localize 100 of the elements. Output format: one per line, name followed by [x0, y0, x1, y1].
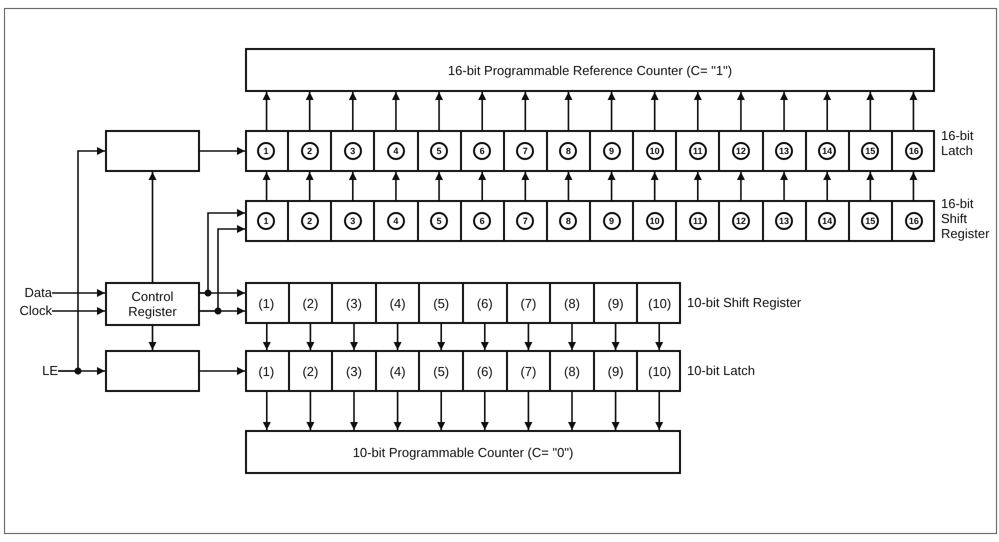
register-cell [546, 202, 590, 240]
signal-label: LE [16, 362, 58, 380]
bit-number: 2 [300, 212, 319, 230]
register-cell [460, 132, 504, 170]
bit-number: (9) [608, 364, 624, 378]
bit-number: (1) [258, 364, 274, 378]
bit-number: 12 [732, 142, 750, 160]
arrow [306, 92, 314, 130]
arrow [306, 324, 314, 350]
bit-number: (4) [390, 296, 406, 310]
bit-number: (10) [648, 296, 672, 310]
register-cell [594, 352, 638, 390]
register-label: 10-bit Shift Register [687, 295, 802, 310]
arrow [262, 92, 271, 130]
arrow [694, 92, 702, 130]
arrow [437, 324, 446, 350]
arrow [866, 92, 874, 130]
register-cell [719, 132, 762, 170]
arrow [392, 172, 400, 200]
register-cell [550, 284, 594, 322]
counter-box: 16-bit Programmable Reference Counter (C= "1") [245, 48, 935, 92]
bit-number: 11 [688, 142, 707, 160]
bit-number: 15 [861, 212, 880, 230]
arrow [200, 225, 245, 312]
bit-number: 4 [386, 212, 405, 230]
bit-number: 8 [559, 212, 578, 230]
register-cell [806, 132, 849, 170]
arrow [148, 326, 156, 350]
register-cell [762, 202, 806, 240]
arrow [650, 92, 659, 130]
bit-number: 7 [516, 212, 534, 230]
arrow [480, 392, 489, 430]
arrow [200, 147, 245, 155]
arrow [262, 172, 271, 200]
arrow [823, 92, 832, 130]
register-cell [463, 352, 507, 390]
arrow [52, 289, 105, 297]
arrow [650, 172, 659, 200]
bit-number: (2) [302, 364, 318, 378]
register-cell [331, 132, 374, 170]
bit-number: 1 [257, 142, 276, 160]
bit-number: (6) [476, 296, 493, 310]
arrow [524, 324, 532, 350]
arrow [568, 324, 576, 350]
arrow [306, 172, 314, 200]
register-cell [506, 352, 550, 390]
bit-number: 15 [861, 142, 880, 160]
arrow [564, 92, 572, 130]
arrow [780, 92, 788, 130]
arrow [350, 392, 358, 430]
arrow [655, 324, 664, 350]
arrow [823, 172, 832, 200]
register-cell [594, 284, 638, 322]
register-cell [676, 132, 720, 170]
arrow [200, 367, 245, 375]
arrow [736, 92, 745, 130]
bit-number: 14 [818, 142, 836, 160]
bit-number: 12 [732, 212, 750, 230]
register-cell [504, 202, 547, 240]
register-cell [633, 202, 676, 240]
bit-number: (8) [564, 296, 580, 310]
bit-number: 6 [473, 142, 492, 160]
bit-number: 4 [386, 142, 405, 160]
arrow [736, 172, 745, 200]
register-cell [806, 202, 849, 240]
bit-number: 3 [344, 142, 362, 160]
register-label: 10-bit Latch [687, 363, 756, 378]
bit-number: 3 [344, 212, 362, 230]
arrow [200, 209, 245, 294]
bit-number: (5) [433, 364, 450, 378]
signal-label: Data [10, 284, 52, 302]
bit-number: 8 [559, 142, 578, 160]
arrow [348, 92, 357, 130]
register-cell [376, 284, 420, 322]
arrow [435, 172, 444, 200]
arrow [478, 172, 486, 200]
register-cell [332, 284, 376, 322]
arrow [608, 172, 616, 200]
bit-number: 14 [818, 212, 836, 230]
register-cell [418, 132, 461, 170]
register-cell [460, 202, 504, 240]
register-cell [848, 132, 892, 170]
arrow [52, 307, 105, 315]
arrow [148, 172, 156, 282]
register-cell [550, 352, 594, 390]
bit-number: 13 [775, 212, 794, 230]
bit-number: (8) [564, 364, 580, 378]
arrow [394, 324, 402, 350]
logic-block [105, 130, 200, 172]
arrow [608, 92, 616, 130]
register-cell [590, 132, 634, 170]
register-cell [288, 284, 332, 322]
bit-number: 6 [473, 212, 492, 230]
bit-number: (7) [520, 296, 536, 310]
bit-number: 16 [904, 142, 923, 160]
bit-number: 16 [904, 212, 923, 230]
register-cell [676, 202, 720, 240]
arrow [564, 172, 572, 200]
register-cell [374, 132, 418, 170]
bit-number: (10) [648, 364, 672, 378]
